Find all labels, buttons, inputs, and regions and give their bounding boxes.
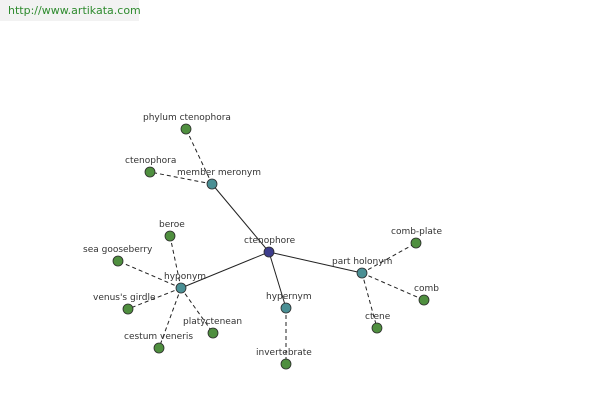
node-circle-part-holonym[interactable]: [356, 267, 368, 279]
node-sea-gooseberry[interactable]: sea gooseberry: [83, 245, 153, 267]
node-member-meronym[interactable]: member meronym: [177, 168, 261, 190]
node-part-holonym[interactable]: part holonym: [332, 257, 392, 279]
node-label-phylum-ctenophora[interactable]: phylum ctenophora: [143, 113, 231, 123]
edge-member-meronym-to-phylum-ctenophora: [185, 128, 213, 185]
node-circle-member-meronym[interactable]: [206, 178, 218, 190]
edge-ctenophore-to-hypernym: [268, 251, 287, 309]
node-comb[interactable]: comb: [414, 284, 439, 306]
node-label-hyponym[interactable]: hyponym: [164, 272, 206, 282]
node-label-invertebrate[interactable]: invertebrate: [256, 348, 312, 358]
node-comb-plate[interactable]: comb-plate: [391, 227, 442, 249]
node-circle-venuss-girdle[interactable]: [122, 303, 134, 315]
node-ctenophora[interactable]: ctenophora: [125, 156, 176, 178]
node-circle-beroe[interactable]: [164, 230, 176, 242]
edge-ctenophore-to-member-meronym: [211, 183, 270, 253]
node-ctene[interactable]: ctene: [365, 312, 391, 334]
node-label-member-meronym[interactable]: member meronym: [177, 168, 261, 178]
site-url-link[interactable]: http://www.artikata.com: [8, 4, 141, 17]
node-hypernym[interactable]: hypernym: [266, 292, 312, 314]
node-label-cestum-veneris[interactable]: cestum veneris: [124, 332, 193, 342]
edge-hyponym-to-beroe: [169, 235, 182, 289]
node-label-sea-gooseberry[interactable]: sea gooseberry: [83, 245, 153, 255]
node-label-part-holonym[interactable]: part holonym: [332, 257, 392, 267]
node-circle-ctene[interactable]: [371, 322, 383, 334]
node-circle-phylum-ctenophora[interactable]: [180, 123, 192, 135]
edge-hyponym-to-sea-gooseberry: [117, 260, 182, 289]
node-hyponym[interactable]: hyponym: [164, 272, 206, 294]
edge-ctenophore-to-hyponym: [180, 251, 270, 289]
node-circle-comb-plate[interactable]: [410, 237, 422, 249]
edge-hyponym-to-platyctenean: [180, 287, 214, 334]
node-circle-platyctenean[interactable]: [207, 327, 219, 339]
node-label-beroe[interactable]: beroe: [159, 220, 185, 230]
node-label-ctene[interactable]: ctene: [365, 312, 391, 322]
edge-ctenophore-to-part-holonym: [268, 251, 363, 274]
edge-part-holonym-to-comb: [361, 272, 425, 301]
node-phylum-ctenophora[interactable]: phylum ctenophora: [143, 113, 231, 135]
node-label-comb-plate[interactable]: comb-plate: [391, 227, 442, 237]
edge-part-holonym-to-comb-plate: [361, 242, 417, 274]
url-bar: http://www.artikata.com: [0, 0, 141, 21]
node-circle-ctenophora[interactable]: [144, 166, 156, 178]
node-label-hypernym[interactable]: hypernym: [266, 292, 312, 302]
node-label-ctenophora[interactable]: ctenophora: [125, 156, 176, 166]
node-beroe[interactable]: beroe: [159, 220, 185, 242]
node-circle-comb[interactable]: [418, 294, 430, 306]
edge-part-holonym-to-ctene: [361, 272, 378, 329]
node-circle-hyponym[interactable]: [175, 282, 187, 294]
node-circle-hypernym[interactable]: [280, 302, 292, 314]
node-label-ctenophore[interactable]: ctenophore: [244, 236, 296, 246]
node-circle-ctenophore[interactable]: [263, 246, 275, 258]
node-ctenophore[interactable]: ctenophore: [244, 236, 296, 258]
edge-hyponym-to-cestum-veneris: [158, 287, 182, 349]
node-circle-invertebrate[interactable]: [280, 358, 292, 370]
edge-hyponym-to-venuss-girdle: [127, 287, 182, 310]
node-platyctenean[interactable]: platyctenean: [183, 317, 242, 339]
node-invertebrate[interactable]: invertebrate: [256, 348, 312, 370]
node-circle-cestum-veneris[interactable]: [153, 342, 165, 354]
edge-member-meronym-to-ctenophora: [149, 171, 213, 185]
node-label-platyctenean[interactable]: platyctenean: [183, 317, 242, 327]
node-label-comb[interactable]: comb: [414, 284, 439, 294]
node-cestum-veneris[interactable]: cestum veneris: [124, 332, 193, 354]
node-venuss-girdle[interactable]: venus's girdle: [93, 293, 156, 315]
node-label-venuss-girdle[interactable]: venus's girdle: [93, 293, 156, 303]
edges-layer: [117, 128, 425, 364]
nodes-layer: ctenophore member meronym hyponym hypernym p…: [83, 113, 442, 370]
node-circle-sea-gooseberry[interactable]: [112, 255, 124, 267]
